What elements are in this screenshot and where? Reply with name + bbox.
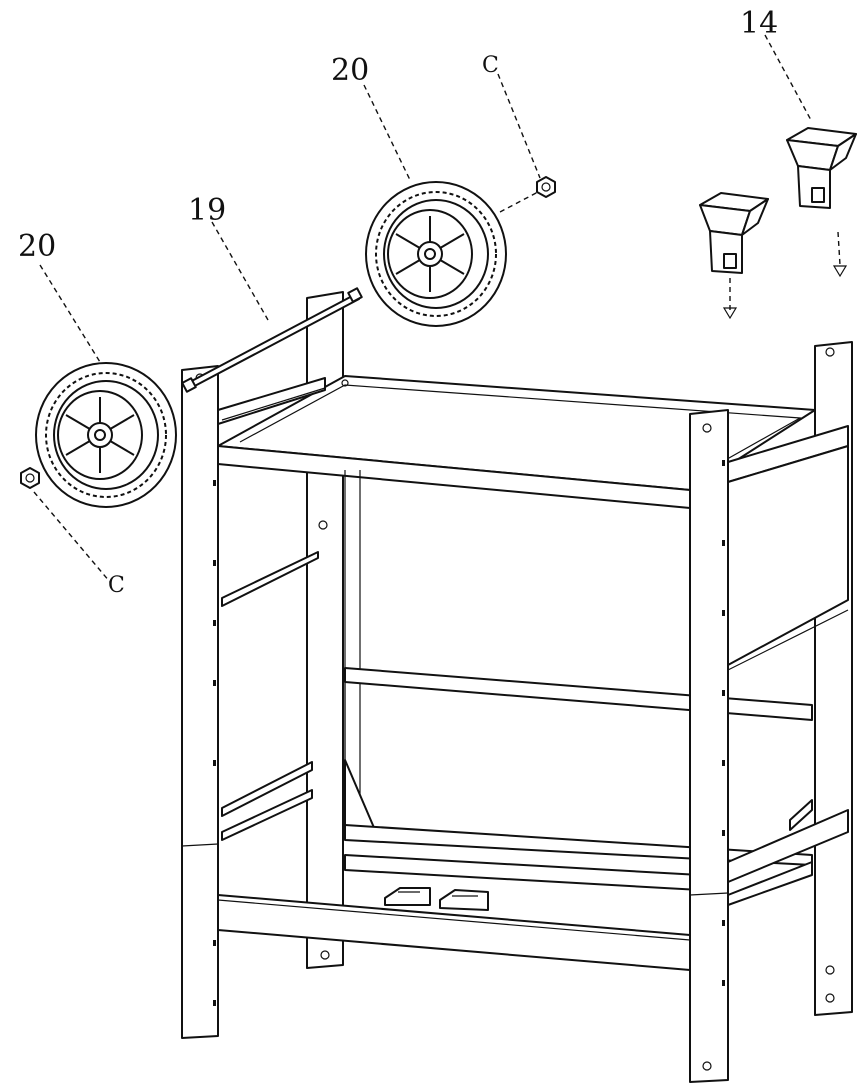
hex-nut-icon: [536, 176, 556, 198]
cart-frame: [181, 291, 853, 1083]
part-label-14: 14: [740, 6, 778, 41]
wheel-icon: [365, 181, 507, 327]
axle-rod-icon: [181, 287, 363, 393]
arrow-down-icon: [722, 265, 848, 320]
hex-nut-icon: [20, 467, 40, 489]
part-label-20-top: 20: [331, 53, 369, 88]
part-label-20-left: 20: [18, 229, 56, 264]
leg-cap-icon: [699, 192, 769, 274]
leg-cap-icon: [786, 127, 857, 209]
part-label-19: 19: [188, 193, 226, 228]
assembly-leader-lines: [33, 34, 841, 583]
part-label-c-top: C: [482, 53, 499, 78]
part-label-c-left: C: [108, 573, 125, 598]
wheel-icon: [35, 362, 177, 508]
